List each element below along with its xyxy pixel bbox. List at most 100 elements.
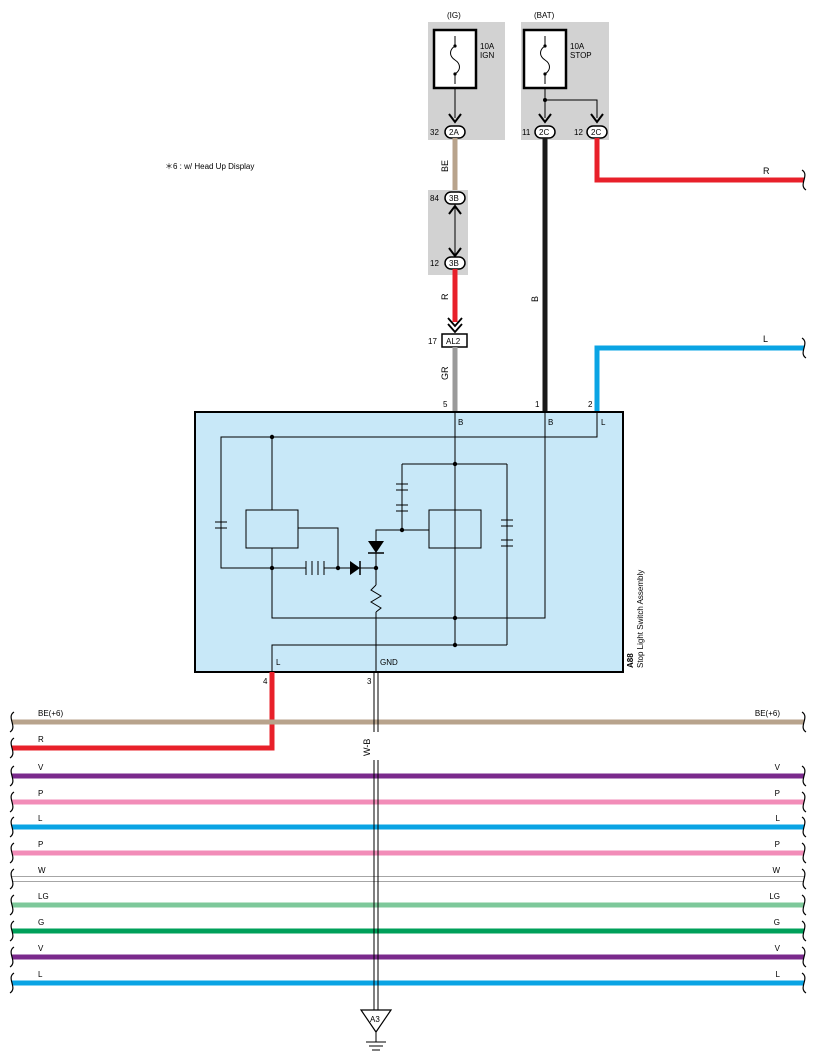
bus-wire: R [9,735,44,759]
fuse-bat-source: (BAT) [534,11,555,20]
bus-wire-right-label: W [772,866,780,875]
wire-break-right [801,972,807,994]
fuse-bat-element [540,36,550,84]
pin5-number: 5 [443,400,448,409]
stop-light-switch-assembly: 5 B 1 B 2 L L 4 GND 3 A88 Stop Light Swi… [194,400,645,686]
wire-wb-label: W-B [362,739,372,756]
wire-break-left [9,868,15,890]
connector-2a-label: 2A [449,128,459,137]
wire-l-right-break [801,337,807,359]
bus-wire-right-label: V [775,944,781,953]
bus-wire-right-label: L [776,970,781,979]
bus-wire-left-label: G [38,918,44,927]
pin5-label: B [458,418,463,427]
wire-break-left [9,894,15,916]
bus-wire: BE(+6) BE(+6) [9,709,807,733]
wire-break-right [801,920,807,942]
wire-break-left [9,920,15,942]
connector-2c-left-label: 2C [539,128,549,137]
wire-break-left [9,765,15,787]
component-body [194,411,624,673]
wire-r-to-bus [12,672,275,751]
junction-3b-bottom-label: 3B [449,259,459,268]
bus-wire-right-label: P [775,789,780,798]
bus-wire: LG LG [9,892,807,916]
bus-wire-right-label: LG [769,892,780,901]
diode-vertical [368,541,384,553]
wire-break-right [801,868,807,890]
ground-label: A3 [370,1015,380,1024]
fuse-ig: (IG) 10A IGN 2A 32 [428,11,505,140]
bus-wire-left-label: R [38,735,44,744]
wire-break-right [801,894,807,916]
connector-al2: AL2 17 [428,333,468,348]
junction-3b-top-label: 3B [449,194,459,203]
pin3-label: GND [380,658,398,667]
wire-b-label: B [530,296,540,302]
component-name: Stop Light Switch Assembly [636,570,645,668]
wire-break-right [801,816,807,838]
fuse-bat-rating: 10A [570,42,585,51]
bus-wire-right-label: V [775,763,781,772]
junction-3b-bottom-pin: 12 [430,259,439,268]
pin2-label: L [601,418,606,427]
bus-wire-left-label: P [38,840,43,849]
internal-circuit [215,412,598,672]
wire-break-right [801,711,807,733]
wire-r-right [594,138,804,183]
bus-wire-left-label: LG [38,892,49,901]
pin2-number: 2 [588,400,593,409]
bus-wire-left-label: P [38,789,43,798]
bus-wire-left-label: BE(+6) [38,709,63,718]
junction-dots [269,434,458,648]
wire-l-right-label: L [763,334,768,344]
connector-2c-right-label: 2C [591,128,601,137]
wire-break-right [801,791,807,813]
wire-r-right-break [801,169,807,191]
pin4-number: 4 [263,677,268,686]
wire-break-left [9,711,15,733]
wire-break-left [9,946,15,968]
junction-3b: 3B 84 3B 12 [428,190,468,275]
fuse-ig-name: IGN [480,51,494,60]
fuse-ig-element [450,36,460,84]
wire-break-right [801,765,807,787]
note-text: ＊6 : w/ Head Up Display [165,162,254,171]
diode-horizontal [350,561,360,575]
wire-break-left [9,842,15,864]
fuse-bat: (BAT) 10A STOP 2C 11 2C 12 [521,11,609,140]
wire-r-right-label: R [763,166,770,176]
wire-break-right [801,946,807,968]
bus-wire-left-label: L [38,814,43,823]
bus-wire-right-label: P [775,840,780,849]
connector-2c-right-pin: 12 [574,128,583,137]
wire-break-left [9,791,15,813]
wire-break-left [9,816,15,838]
bus-wire-left-label: V [38,763,44,772]
wire-be-top-label: BE [440,160,450,172]
bus-wire-left-label: V [38,944,44,953]
pin3-number: 3 [367,677,372,686]
bus-wire-right-label: BE(+6) [755,709,780,718]
wire-r-mid-label: R [440,293,450,300]
bus-wire-left-label: W [38,866,46,875]
pin4-label: L [276,658,281,667]
component-id: A88 [626,653,635,668]
wire-break-right [801,842,807,864]
bus-wire-left-label: L [38,970,43,979]
wire-gr-label: GR [440,366,450,380]
bus-wire-right-label: G [774,918,780,927]
ground-a3: A3 [359,1009,393,1051]
wire-break-left [9,972,15,994]
connector-2a-pin: 32 [430,128,439,137]
